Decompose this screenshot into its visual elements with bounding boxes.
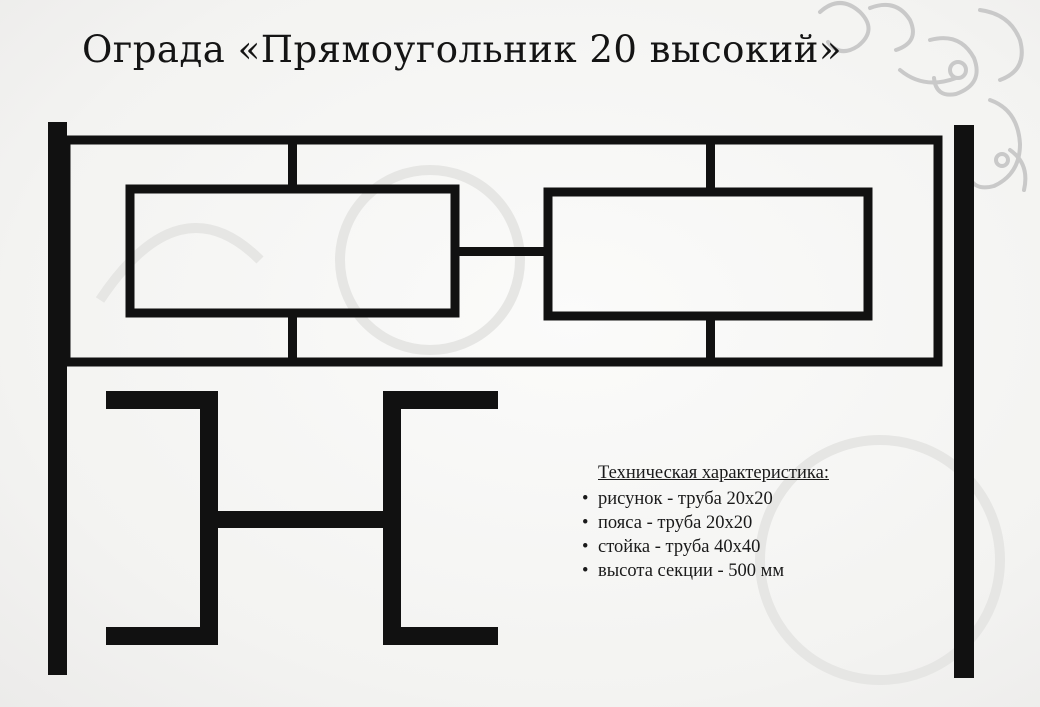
spec-item-text: рисунок - труба 20х20 xyxy=(598,489,773,509)
spec-item: •стойка - труба 40х40 xyxy=(582,537,761,557)
spec-item-text: высота секции - 500 мм xyxy=(598,561,785,581)
spec-item-text: пояса - труба 20х20 xyxy=(598,513,753,533)
page-title: Ограда «Прямоугольник 20 высокий» xyxy=(82,28,843,71)
spec-item: •высота секции - 500 мм xyxy=(582,561,785,581)
spec-item-text: стойка - труба 40х40 xyxy=(598,537,761,557)
ornament-icon xyxy=(818,1,1028,192)
background-watermark xyxy=(95,165,1005,685)
connector-bars xyxy=(288,140,715,362)
specs-block: Техническая характеристика: •рисунок - т… xyxy=(582,461,829,583)
spec-item: •рисунок - труба 20х20 xyxy=(582,489,773,509)
right-post xyxy=(954,125,974,678)
h-shape-detail xyxy=(106,391,498,645)
specs-heading: Техническая характеристика: xyxy=(598,463,829,483)
spec-item: •пояса - труба 20х20 xyxy=(582,513,753,533)
